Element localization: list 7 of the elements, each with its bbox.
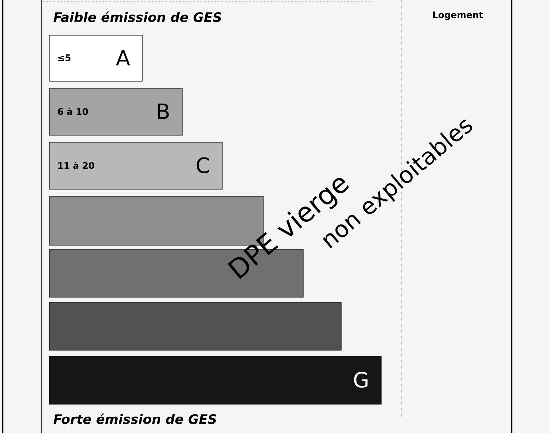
rating-bar: ≤5 A xyxy=(49,35,143,82)
column-heading: Logement xyxy=(434,12,484,20)
heading: Faible émission de GES xyxy=(54,12,222,22)
rating-bar xyxy=(49,302,342,351)
rating-bar: 11 à 20 C xyxy=(49,142,223,190)
rating-bar: 6 à 10 B xyxy=(49,88,183,136)
rating-bar: G xyxy=(49,356,382,405)
